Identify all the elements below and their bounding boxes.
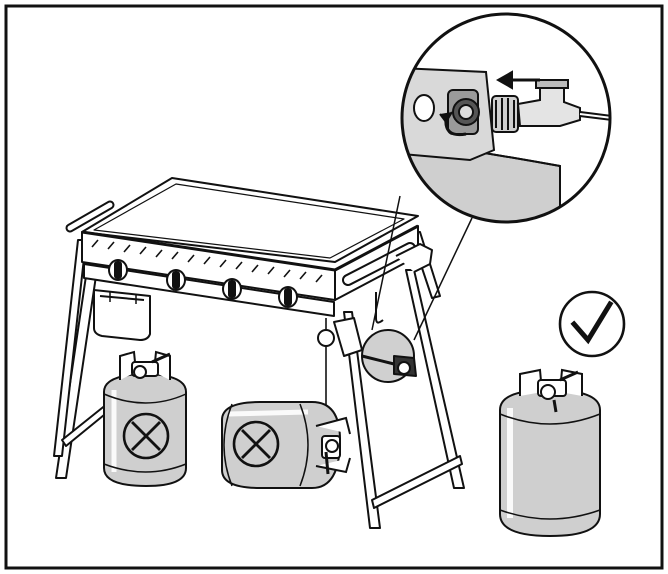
figure-frame (4, 4, 664, 570)
tank-correct-upright (499, 290, 626, 538)
burner-knob-3 (222, 278, 242, 300)
connection-detail-callout (400, 12, 612, 224)
right-crossbar (371, 455, 463, 509)
x-mark-icon (232, 420, 280, 468)
check-mark-icon (558, 290, 626, 358)
control-panel (83, 263, 335, 317)
regulator-mount (317, 317, 417, 383)
utensil-hook (375, 292, 384, 324)
callout-circle (400, 12, 612, 224)
legs (53, 231, 465, 529)
vent-slots (91, 239, 323, 283)
right-back-leg (405, 269, 465, 489)
griddle-cooking-surface (93, 183, 405, 259)
burner-knob-4 (278, 286, 298, 308)
callout-leader-line (371, 195, 401, 331)
x-mark-icon (122, 412, 170, 460)
gas-hose (361, 354, 395, 366)
tank-wrong-upright-left (103, 350, 187, 488)
handle-bracket (395, 243, 433, 273)
tank-wrong-on-side (221, 401, 351, 489)
burner-knobs (108, 259, 298, 308)
grease-cup (93, 289, 151, 341)
griddle-top (81, 177, 419, 263)
griddle (53, 177, 465, 529)
burner-knob-1 (108, 259, 128, 281)
regulator-zoom (516, 85, 581, 127)
burner-knob-2 (166, 269, 186, 291)
right-front-leg (343, 311, 381, 529)
